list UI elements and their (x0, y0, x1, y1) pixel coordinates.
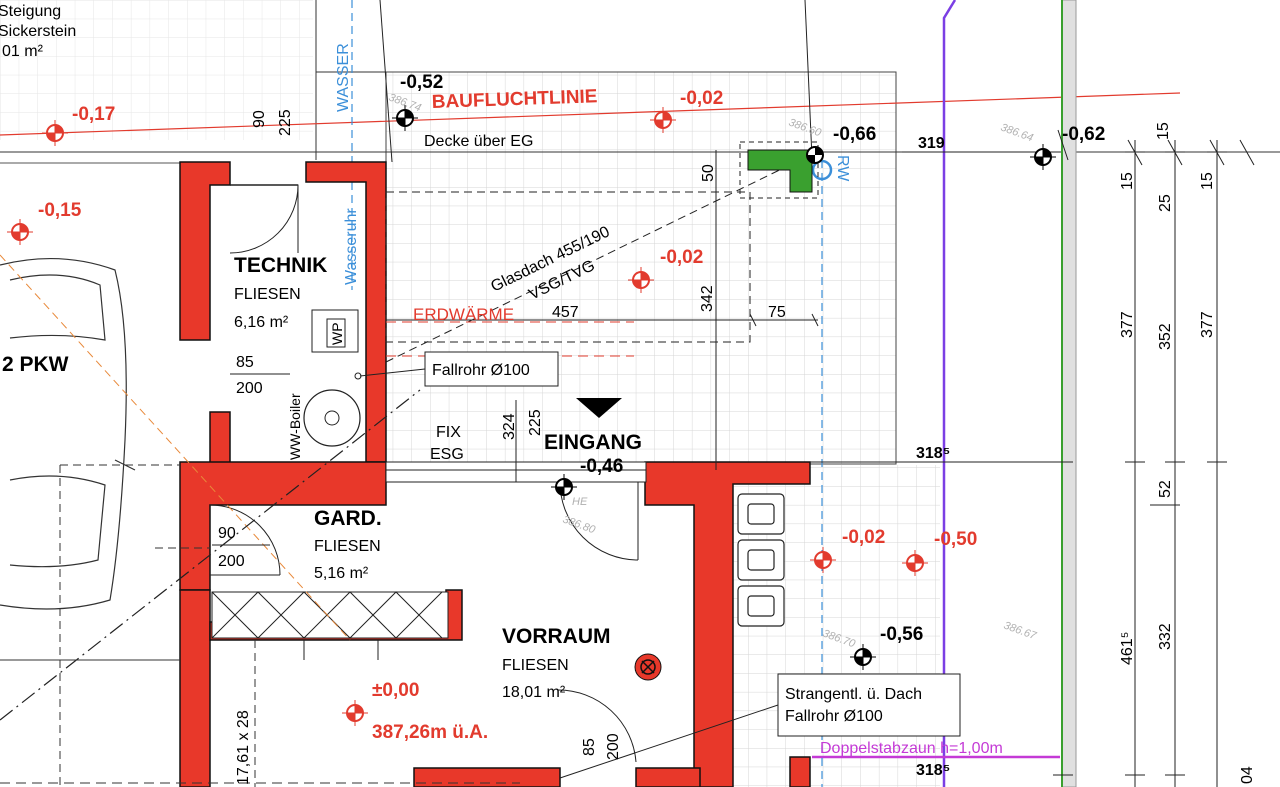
strang-box (777, 673, 961, 737)
dim-3185a: 318⁵ (916, 445, 950, 462)
boundary-strip (1061, 0, 1077, 787)
decke-label: Decke über EG (424, 133, 533, 150)
level-056: -0,56 (880, 624, 923, 645)
gard-floor: FLIESEN (314, 538, 381, 555)
dim-200b: 200 (218, 553, 245, 570)
level-002a: -0,02 (680, 88, 723, 109)
gard-area: 5,16 m² (314, 565, 369, 582)
level-000: ±0,00 (372, 680, 419, 701)
pkw-label: 2 PKW (2, 353, 69, 376)
dim-324: 324 (501, 413, 518, 440)
dim-r332: 332 (1157, 623, 1174, 650)
dim-85a: 85 (236, 354, 254, 371)
glass-roof (385, 191, 751, 343)
dim-r04: 04 (1239, 766, 1256, 784)
baufluchtlinie-line (0, 92, 1181, 136)
level-062: -0,62 (1062, 124, 1105, 145)
note-line-1: Steigung (0, 3, 61, 20)
dim-r25: 25 (1157, 194, 1174, 212)
note-line-3: 01 m² (2, 43, 44, 60)
survey-3: 386.64 (999, 122, 1035, 145)
technik-floor: FLIESEN (234, 286, 301, 303)
paving-topleft (0, 0, 313, 140)
erdwaerme-label: ERDWÄRME (413, 305, 514, 324)
level-015: -0,15 (38, 200, 82, 221)
dim-r52: 52 (1157, 480, 1174, 498)
level-absolute: 387,26m ü.A. (372, 722, 488, 743)
rw-marker (811, 159, 833, 181)
strang-label-1: Strangentl. ü. Dach (785, 686, 922, 703)
level-050: -0,50 (934, 529, 977, 550)
dim-457: 457 (552, 304, 579, 321)
rw-label: RW (834, 155, 851, 182)
esg-label: ESG (430, 446, 464, 463)
bins (737, 493, 785, 627)
boiler (303, 389, 361, 447)
dim-50: 50 (700, 164, 717, 182)
dim-75: 75 (768, 304, 786, 321)
dim-319: 319 (918, 135, 945, 152)
dim-r377a: 377 (1119, 311, 1136, 338)
level-046: -0,46 (580, 456, 623, 477)
survey-6: 386.67 (1002, 620, 1039, 643)
dim-stairs: 17,61 x 28 (235, 710, 252, 785)
dim-225a: 225 (277, 109, 294, 136)
vorraum-area: 18,01 m² (502, 684, 566, 701)
dim-342: 342 (699, 285, 716, 312)
dim-r15a: 15 (1155, 122, 1172, 140)
fence-line (942, 0, 957, 787)
dim-85b: 85 (581, 738, 598, 756)
wp-label: WP (329, 322, 345, 345)
he-label: HE (572, 496, 588, 508)
walls (179, 161, 811, 787)
dim-r4615: 461⁵ (1119, 632, 1136, 665)
level-052: -0,52 (400, 72, 443, 93)
dim-225b: 225 (527, 409, 544, 436)
entrance-arrow (576, 398, 622, 418)
dim-90a: 90 (251, 110, 268, 128)
eingang-label: EINGANG (544, 431, 642, 454)
wardrobe (211, 591, 449, 639)
level-066: -0,66 (833, 124, 876, 145)
wasseruhr-label: Wasseruhr (343, 208, 360, 285)
dim-90b: 90 (218, 525, 236, 542)
wp-unit (311, 309, 359, 353)
level-017: -0,17 (72, 104, 115, 125)
dim-200a: 200 (236, 380, 263, 397)
dim-200c: 200 (605, 733, 622, 760)
fallrohr-box (424, 351, 559, 387)
zaun-label: Doppelstabzaun h=1,00m (820, 740, 1003, 757)
level-002c: -0,02 (842, 527, 885, 548)
dim-r377b: 377 (1199, 311, 1216, 338)
note-line-2: Sickerstein (0, 23, 76, 40)
dim-r15b: 15 (1119, 172, 1136, 190)
fix-label: FIX (436, 424, 461, 441)
car-outline (0, 257, 136, 610)
dim-chains (1053, 129, 1255, 787)
dim-3185b: 318⁵ (916, 762, 950, 779)
gard-name: GARD. (314, 507, 382, 530)
boiler-label: WW-Boiler (287, 393, 303, 460)
vorraum-floor: FLIESEN (502, 657, 569, 674)
level-markers (7, 105, 1056, 726)
technik-area: 6,16 m² (234, 314, 289, 331)
level-002b: -0,02 (660, 247, 703, 268)
vorraum-name: VORRAUM (502, 625, 611, 648)
strang-label-2: Fallrohr Ø100 (785, 708, 883, 725)
wasser-label: WASSER (335, 43, 352, 112)
technik-name: TECHNIK (234, 254, 327, 277)
dim-r15c: 15 (1199, 172, 1216, 190)
dim-r352: 352 (1157, 323, 1174, 350)
fallrohr-label: Fallrohr Ø100 (432, 362, 530, 379)
